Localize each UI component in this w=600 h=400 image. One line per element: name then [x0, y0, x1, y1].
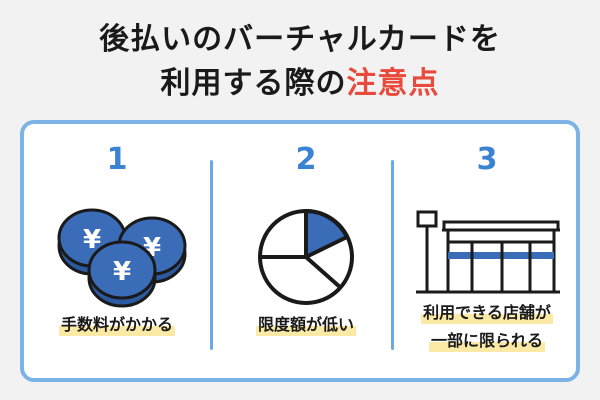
title-line-1: 後払いのバーチャルカードを [99, 22, 501, 57]
title-line-2: 利用する際の注意点 [0, 62, 600, 106]
point-label-line: 手数料がかかる [58, 314, 175, 336]
point-number: 1 [106, 142, 128, 177]
page-title: 後払いのバーチャルカードを 利用する際の注意点 [0, 18, 600, 106]
svg-text:¥: ¥ [83, 225, 101, 255]
point-label: 手数料がかかる [24, 314, 210, 336]
point-number: 2 [295, 142, 317, 177]
svg-text:¥: ¥ [113, 257, 131, 287]
title-accent: 注意点 [346, 66, 440, 101]
point-label-line: 限度額が低い [255, 314, 356, 336]
point-1: 1 ¥ ¥ [24, 124, 210, 378]
point-number: 3 [476, 142, 498, 177]
point-2: 2 限度額が低い [213, 124, 399, 378]
pie-chart-icon [258, 209, 354, 305]
convenience-store-icon [416, 210, 560, 294]
title-line-2-prefix: 利用する際の [160, 66, 347, 101]
point-label: 限度額が低い [213, 314, 399, 336]
divider [391, 160, 394, 350]
point-3: 3 [394, 124, 580, 378]
points-card: 1 ¥ ¥ [20, 120, 580, 382]
coin: ¥ [87, 240, 157, 308]
point-label-line: 一部に限られる [428, 330, 545, 352]
yen-coins-icon: ¥ ¥ ¥ [57, 208, 187, 308]
point-label: 利用できる店舗が 一部に限られる [394, 302, 580, 358]
point-label-line: 利用できる店舗が [421, 302, 553, 324]
divider [210, 160, 213, 350]
